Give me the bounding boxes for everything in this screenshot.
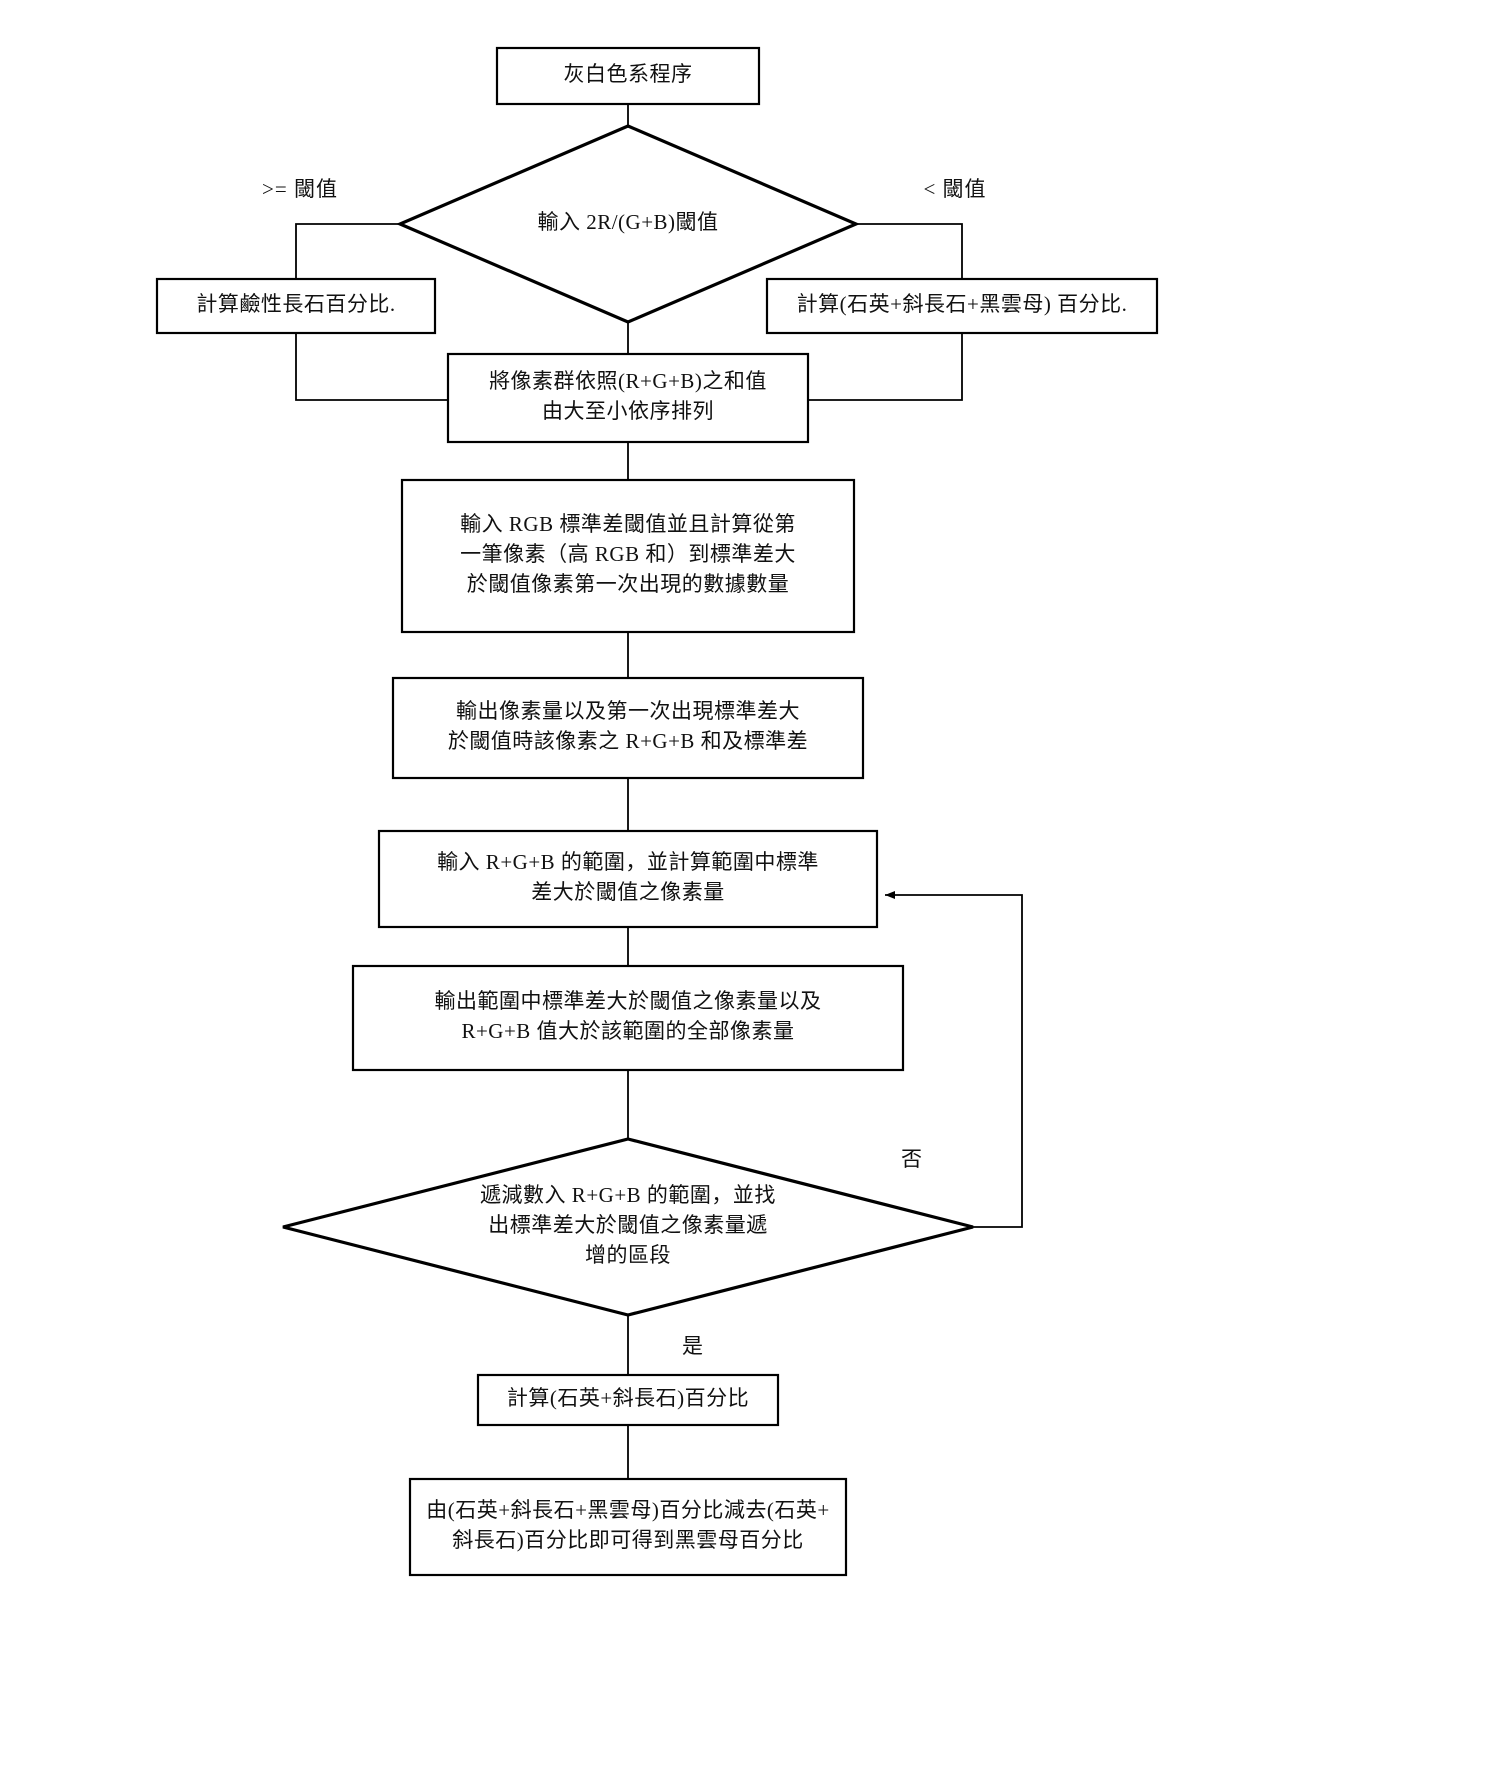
- node-calc_qtz_plag_biotite[interactable]: 計算(石英+斜長石+黑雲母) 百分比.: [765, 277, 1159, 335]
- diamond-shape: [282, 1137, 974, 1317]
- box-shape: [400, 478, 856, 634]
- connector-decision-left-branch: [295, 223, 400, 279]
- node-text-line: 計算鹼性長石百分比.: [196, 292, 395, 316]
- node-text-line: 差大於閾值之像素量: [531, 880, 725, 904]
- node-text-line: 灰白色系程序: [564, 62, 693, 86]
- connectors-layer: [295, 104, 1023, 1479]
- node-text-line: 輸入 2R/(G+B)閾值: [537, 210, 718, 234]
- node-text-line: 出標準差大於閾值之像素量遞: [488, 1213, 768, 1237]
- edge-label-label_yes: 是: [682, 1334, 704, 1358]
- node-calc_alkali_feldspar[interactable]: 計算鹼性長石百分比.: [155, 277, 437, 335]
- node-text-line: 於閾值像素第一次出現的數據數量: [467, 572, 790, 596]
- box-shape: [377, 829, 879, 929]
- node-text-line: 一筆像素（高 RGB 和）到標準差大: [460, 542, 796, 566]
- box-shape: [391, 676, 865, 780]
- node-text-line: 計算(石英+斜長石+黑雲母) 百分比.: [797, 292, 1128, 316]
- edge-label-label_lt: < 閾值: [923, 177, 986, 201]
- connector-decision-right-branch: [856, 223, 963, 279]
- node-text-line: 輸入 RGB 標準差閾值並且計算從第: [460, 512, 796, 536]
- connector-decision2-no-loop: [885, 891, 1023, 1228]
- node-text-line: 於閾值時該像素之 R+G+B 和及標準差: [448, 729, 808, 753]
- node-text-line: 由(石英+斜長石+黑雲母)百分比減去(石英+: [426, 1498, 830, 1522]
- box-shape: [765, 277, 1159, 335]
- node-calc_biotite[interactable]: 由(石英+斜長石+黑雲母)百分比減去(石英+ 斜長石)百分比即可得到黑雲母百分比: [408, 1477, 848, 1577]
- node-text-line: R+G+B 值大於該範圍的全部像素量: [461, 1019, 794, 1043]
- node-text-line: 計算(石英+斜長石)百分比: [507, 1386, 749, 1410]
- node-text-line: 輸出範圍中標準差大於閾值之像素量以及: [435, 989, 822, 1013]
- box-shape: [495, 46, 761, 106]
- node-text-line: 遞減數入 R+G+B 的範圍，並找: [480, 1183, 776, 1207]
- edge-label-label_ge: >= 閾值: [262, 177, 338, 201]
- node-text-line: 斜長石)百分比即可得到黑雲母百分比: [452, 1528, 804, 1552]
- node-text-line: 增的區段: [585, 1243, 671, 1267]
- edge-label-label_no: 否: [901, 1147, 923, 1171]
- node-start[interactable]: 灰白色系程序: [495, 46, 761, 106]
- node-text-line: 輸入 R+G+B 的範圍，並計算範圍中標準: [437, 850, 819, 874]
- node-output_range_result[interactable]: 輸出範圍中標準差大於閾值之像素量以及 R+G+B 值大於該範圍的全部像素量: [351, 964, 905, 1072]
- box-shape: [446, 352, 810, 444]
- connector-left-box-down: [295, 333, 448, 401]
- node-text-line: 將像素群依照(R+G+B)之和值: [489, 369, 767, 393]
- box-shape: [476, 1373, 780, 1427]
- box-shape: [351, 964, 905, 1072]
- connector-right-box-down: [808, 333, 963, 401]
- diamond-shape: [395, 124, 861, 324]
- node-text-line: 由大至小依序排列: [542, 399, 714, 423]
- node-calc_qtz_plag[interactable]: 計算(石英+斜長石)百分比: [476, 1373, 780, 1427]
- node-decision_threshold[interactable]: 輸入 2R/(G+B)閾值: [395, 124, 861, 324]
- box-shape: [408, 1477, 848, 1577]
- box-shape: [155, 277, 437, 335]
- node-text-line: 輸出像素量以及第一次出現標準差大: [456, 699, 800, 723]
